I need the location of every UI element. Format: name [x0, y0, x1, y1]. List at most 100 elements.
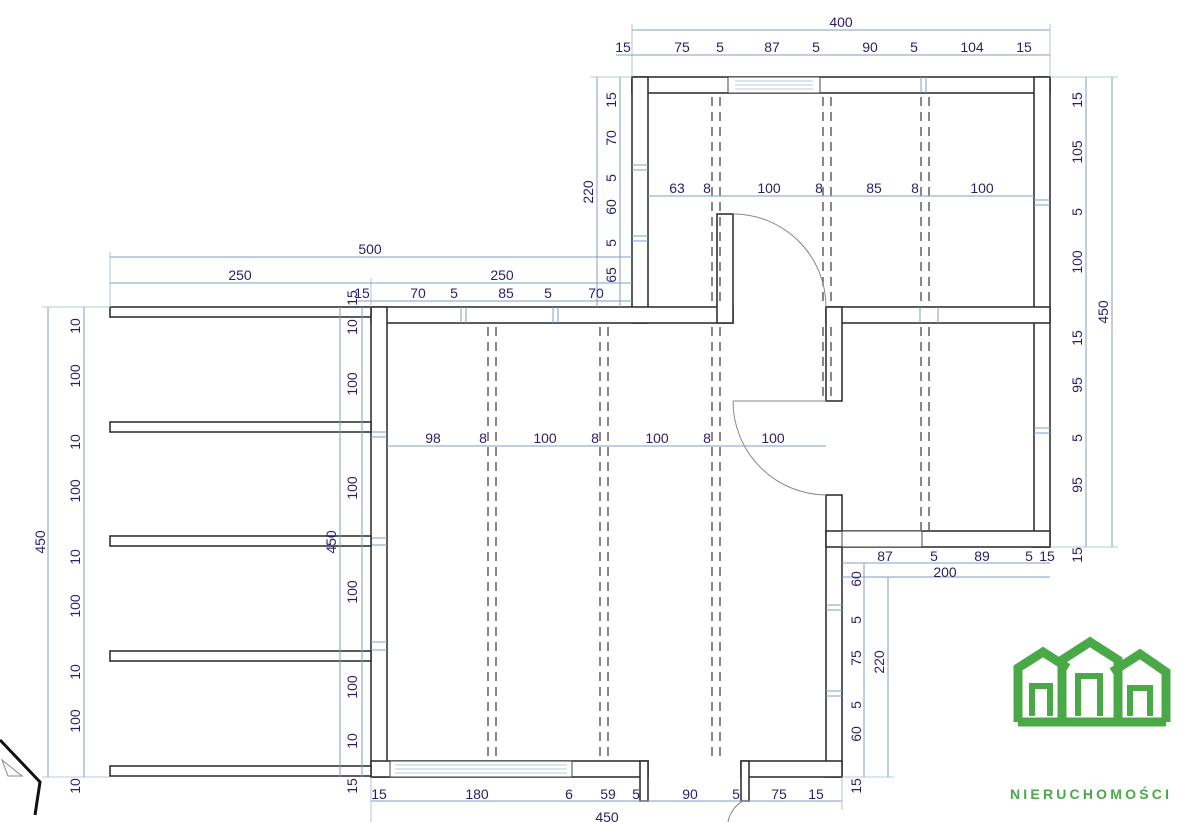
- dim-left-1: 10: [67, 318, 83, 334]
- dim-inner-left-total: 450: [323, 530, 339, 554]
- dim-top-mid-right: 250: [490, 267, 514, 283]
- dim-bottom-7: 5: [732, 786, 740, 802]
- brand-name: NIERUCHOMOŚCI: [1010, 786, 1173, 802]
- wall-upper-left: [631, 76, 649, 324]
- dim-top-chain-1: 15: [615, 39, 631, 55]
- dim-top-mid-total: 500: [358, 241, 382, 257]
- dim-top-total: 400: [829, 14, 853, 30]
- dim-top-chain-9: 15: [1016, 39, 1032, 55]
- dim-inner-left-1: 15: [344, 290, 360, 306]
- dim-main-3: 100: [533, 430, 557, 446]
- door-swing-middle: [732, 400, 827, 496]
- dim-upper-left-5: 5: [603, 239, 619, 247]
- dim-mid-wall-5: 5: [544, 285, 552, 301]
- dim-mid-wall-6: 70: [588, 285, 604, 301]
- dim-upper-5: 85: [866, 180, 882, 196]
- door-swing-upper: [732, 213, 827, 308]
- dim-left-total: 450: [32, 530, 48, 554]
- dim-lower-mid-6: 15: [848, 778, 864, 794]
- windows: [371, 76, 1050, 778]
- dim-inner-left-7: 10: [344, 733, 360, 749]
- dim-inner-left-8: 15: [344, 778, 360, 794]
- dim-lower-mid-1: 60: [848, 571, 864, 587]
- dim-main-5: 100: [645, 430, 669, 446]
- dim-mid-wall-2: 70: [410, 285, 426, 301]
- porch-board-3: [109, 535, 372, 547]
- dim-right-8: 95: [1069, 477, 1085, 493]
- dim-upper-left-4: 60: [603, 199, 619, 215]
- beams: [487, 97, 930, 760]
- wall-upper-top: [631, 76, 1051, 94]
- three-houses-icon: [1013, 636, 1171, 727]
- porch-board-4: [109, 650, 372, 662]
- dim-left-8: 100: [67, 709, 83, 733]
- dim-inner-left-4: 100: [344, 476, 360, 500]
- dim-lower-right-total: 200: [933, 564, 957, 580]
- wall-partition-right-top: [825, 306, 843, 402]
- dim-upper-left-total: 220: [580, 180, 596, 204]
- dim-main-7: 100: [761, 430, 785, 446]
- dim-right-3: 5: [1069, 208, 1085, 216]
- dim-right-4: 100: [1069, 250, 1085, 274]
- dim-lower-right-1: 87: [877, 548, 893, 564]
- dim-upper-left-6: 65: [603, 267, 619, 283]
- dim-lower-mid-5: 60: [848, 726, 864, 742]
- doors: [727, 213, 827, 822]
- dim-lower-mid-2: 5: [848, 616, 864, 624]
- dim-bottom-8: 75: [771, 786, 787, 802]
- dim-left-7: 10: [67, 664, 83, 680]
- wall-partition-door: [716, 213, 734, 324]
- dim-upper-6: 8: [911, 180, 919, 196]
- dim-upper-1: 63: [669, 180, 685, 196]
- dim-upper-2: 8: [703, 180, 711, 196]
- dim-upper-7: 100: [970, 180, 994, 196]
- dim-right-7: 5: [1069, 434, 1085, 442]
- dim-top-chain-5: 5: [812, 39, 820, 55]
- dim-top-chain-8: 104: [960, 39, 984, 55]
- dim-upper-4: 8: [815, 180, 823, 196]
- dim-left-4: 100: [67, 479, 83, 503]
- dim-main-6: 8: [703, 430, 711, 446]
- porch-boards: [109, 306, 372, 777]
- dim-left-3: 10: [67, 434, 83, 450]
- wall-bottom-stub: [639, 760, 649, 802]
- dim-top-chain-4: 87: [764, 39, 780, 55]
- dim-lower-mid-4: 5: [848, 701, 864, 709]
- dim-bottom-5: 5: [632, 786, 640, 802]
- dim-right-2: 105: [1069, 140, 1085, 164]
- door-swing-bottom: [727, 799, 746, 822]
- dim-lower-mid-total: 220: [871, 650, 887, 674]
- dimension-labels: 400 15 75 5 87 5 90 5 104 15 63 8 100 8 …: [32, 14, 1111, 822]
- wall-bottom-stub-2: [740, 760, 750, 802]
- dim-top-chain-2: 75: [674, 39, 690, 55]
- dim-upper-left-3: 5: [603, 174, 619, 182]
- dim-top-chain-6: 90: [862, 39, 878, 55]
- wall-main-top: [370, 306, 734, 324]
- dim-right-6: 95: [1069, 377, 1085, 393]
- dim-upper-left-2: 70: [603, 130, 619, 146]
- dim-inner-left-3: 100: [344, 372, 360, 396]
- dim-upper-left-1: 15: [603, 92, 619, 108]
- dim-mid-wall-3: 5: [450, 285, 458, 301]
- dim-right-5: 15: [1069, 330, 1085, 346]
- dim-inner-left-2: 10: [344, 319, 360, 335]
- porch-board-2: [109, 421, 372, 433]
- dim-mid-wall-1: 15: [354, 285, 370, 301]
- dim-lower-right-5: 15: [1039, 548, 1055, 564]
- corner-mark: [0, 738, 42, 816]
- dim-bottom-9: 15: [808, 786, 824, 802]
- dim-bottom-total: 450: [595, 809, 619, 822]
- wall-bottom-right: [740, 760, 843, 778]
- dim-inner-left-5: 100: [344, 580, 360, 604]
- dim-lower-right-3: 89: [974, 548, 990, 564]
- dim-main-1: 98: [425, 430, 441, 446]
- dim-bottom-6: 90: [682, 786, 698, 802]
- dim-top-mid-left: 250: [228, 267, 252, 283]
- dim-bottom-2: 180: [465, 786, 489, 802]
- dim-lower-right-4: 5: [1025, 548, 1033, 564]
- dim-lower-mid-3: 75: [848, 650, 864, 666]
- dim-left-9: 10: [67, 778, 83, 794]
- dim-right-9: 15: [1069, 547, 1085, 563]
- dim-right-1: 15: [1069, 92, 1085, 108]
